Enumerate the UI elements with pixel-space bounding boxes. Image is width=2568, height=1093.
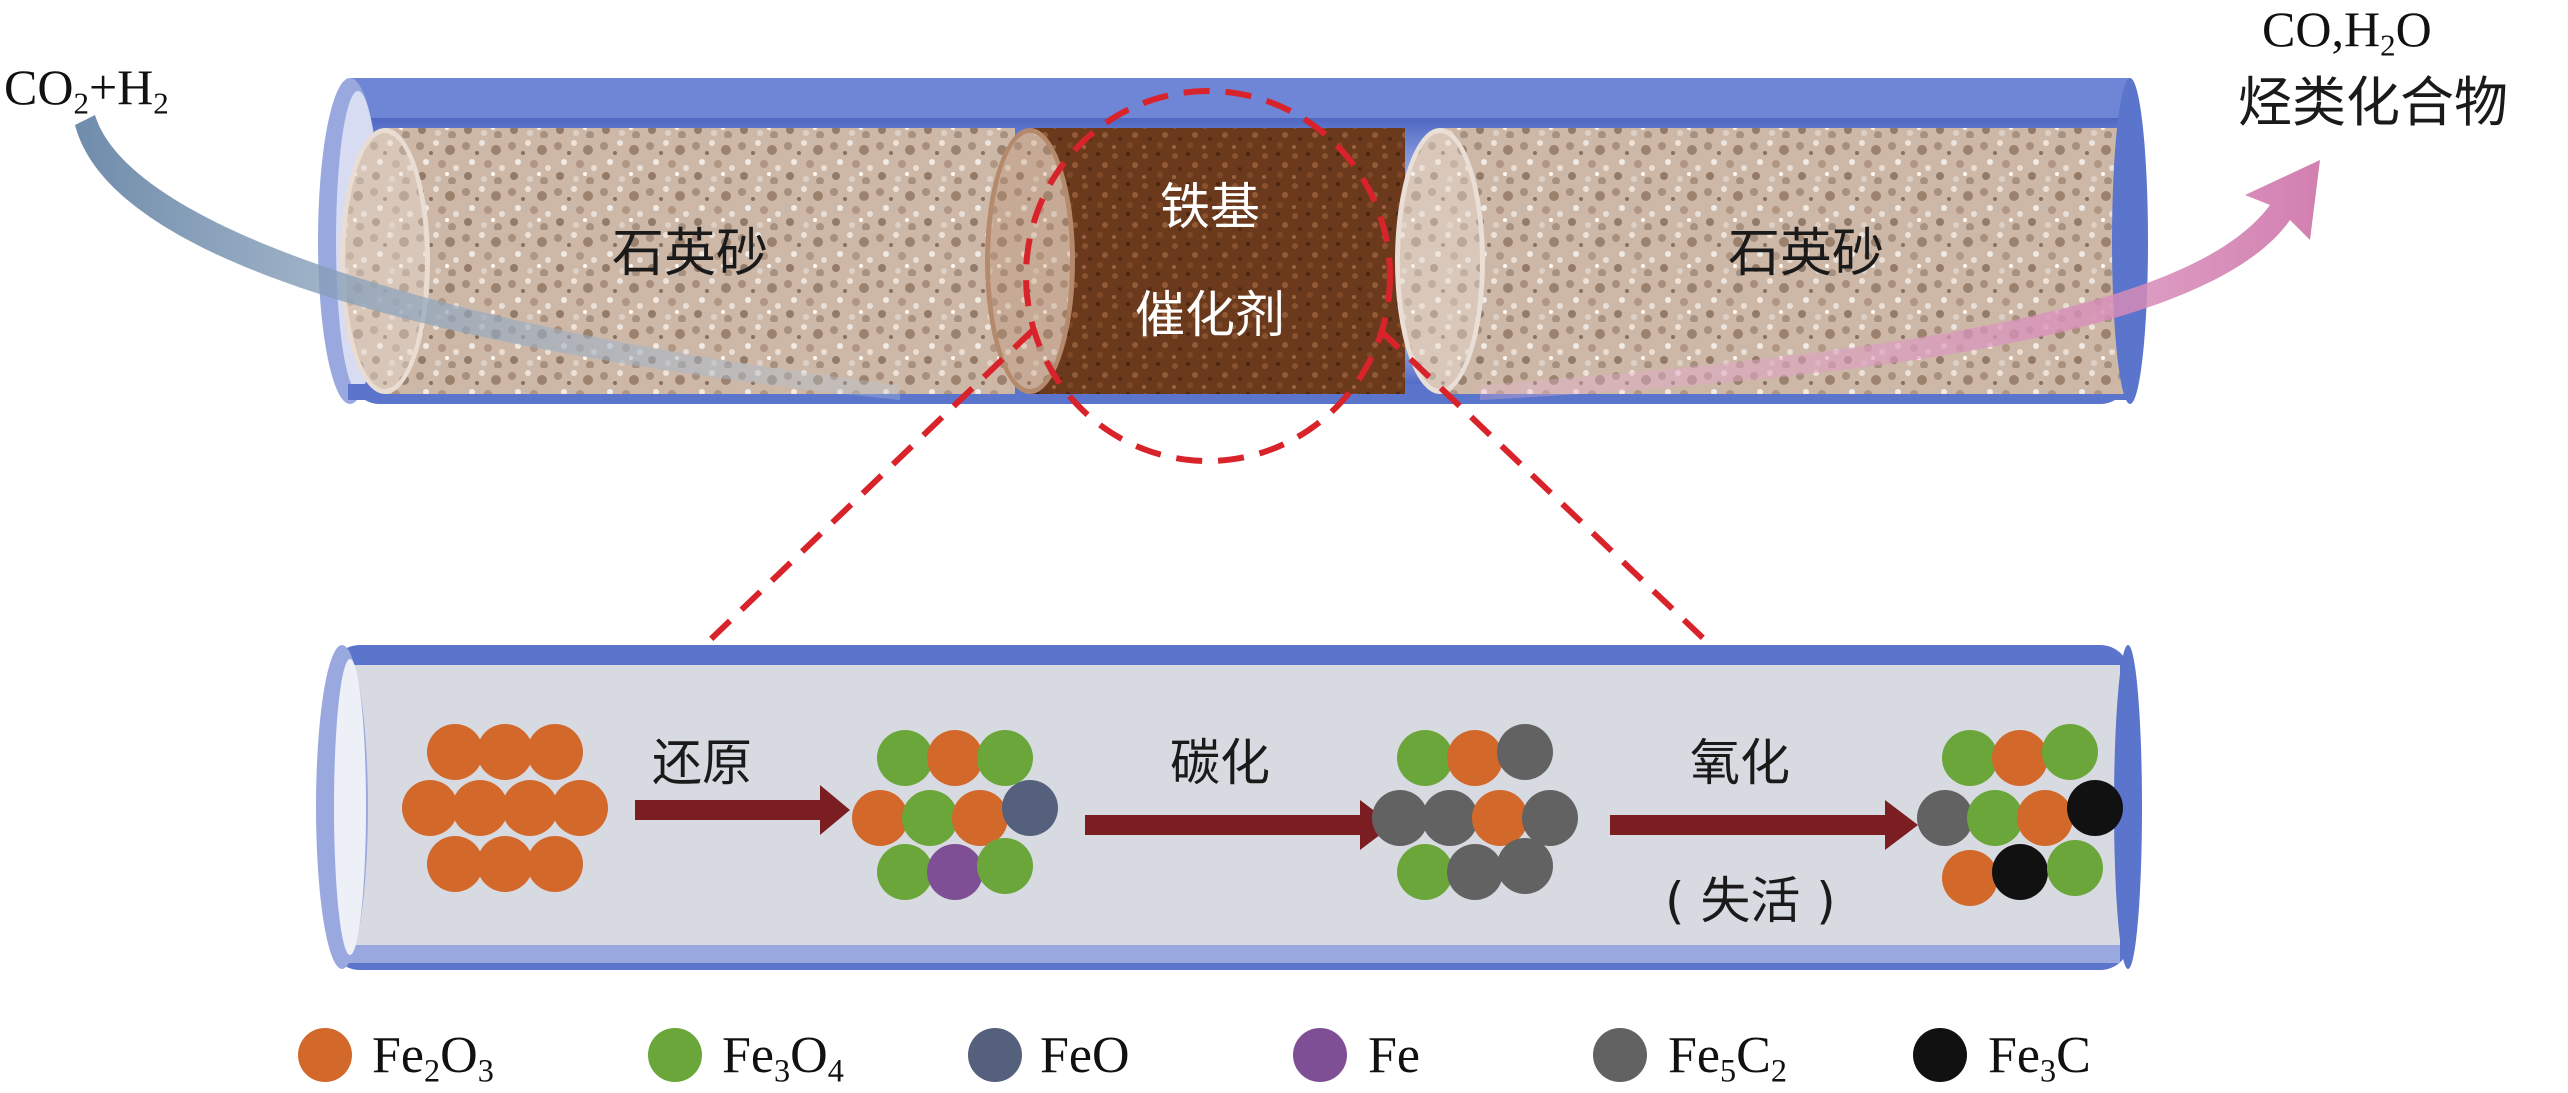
catalyst-bed <box>985 128 1405 394</box>
outlet-label-line2: 烃类化合物 <box>2238 71 2508 134</box>
particle <box>877 844 933 900</box>
particle <box>1497 838 1553 894</box>
particle <box>477 724 533 780</box>
particle <box>927 844 983 900</box>
particle <box>2047 840 2103 896</box>
particle <box>2042 724 2098 780</box>
particle <box>1942 730 1998 786</box>
legend-dot-fe5c2 <box>1593 1028 1647 1082</box>
legend-label-fe2o3: Fe2O3 <box>372 1027 494 1089</box>
legend-dot-fe3c <box>1913 1028 1967 1082</box>
particle <box>502 780 558 836</box>
cluster-deactivated <box>1917 724 2123 906</box>
particle <box>427 836 483 892</box>
particle <box>2067 780 2123 836</box>
cluster-carburized <box>1372 724 1578 900</box>
left-quartz-sand <box>340 128 1015 394</box>
outlet-label-line1: CO,H2O <box>2262 1 2432 63</box>
particle <box>1472 790 1528 846</box>
cluster-fe2o3 <box>402 724 608 892</box>
particle <box>527 836 583 892</box>
step-deactivation-note: ( 失活 ) <box>1665 872 1836 930</box>
legend-dot-fe <box>1293 1028 1347 1082</box>
particle <box>1992 730 2048 786</box>
inlet-arrow <box>75 115 900 400</box>
particle <box>1917 790 1973 846</box>
magnify-indicator <box>707 88 1708 643</box>
particle <box>427 724 483 780</box>
step-reduction: 还原 <box>652 734 752 792</box>
catalyst-label-line1: 铁基 <box>1160 178 1260 236</box>
particle <box>1447 844 1503 900</box>
step-oxidation: 氧化 <box>1690 734 1790 792</box>
particle <box>2017 790 2073 846</box>
particle <box>877 730 933 786</box>
legend-label-fe5c2: Fe5C2 <box>1668 1027 1787 1089</box>
legend-label-feo: FeO <box>1040 1027 1130 1084</box>
process-arrows <box>635 785 1918 850</box>
legend-label-fe3c: Fe3C <box>1988 1027 2091 1089</box>
particle <box>1422 790 1478 846</box>
oxidation-arrow <box>1610 800 1918 850</box>
particle <box>477 836 533 892</box>
legend-label-fe: Fe <box>1368 1027 1420 1084</box>
legend-dot-feo <box>968 1028 1022 1082</box>
catalyst-label-line2: 催化剂 <box>1135 286 1285 344</box>
particle <box>452 780 508 836</box>
particle <box>952 790 1008 846</box>
particle <box>1942 850 1998 906</box>
particle <box>1447 730 1503 786</box>
top-reactor-tube <box>318 78 2148 404</box>
particle <box>1992 844 2048 900</box>
particle <box>902 790 958 846</box>
particle <box>1522 790 1578 846</box>
legend-dot-fe3o4 <box>648 1028 702 1082</box>
legend-markers <box>298 1028 1967 1082</box>
left-sand-label: 石英砂 <box>612 224 769 284</box>
cluster-reduced <box>852 730 1058 900</box>
particle <box>977 730 1033 786</box>
particle <box>1497 724 1553 780</box>
particle <box>1002 780 1058 836</box>
bottom-reactor-tube <box>316 645 2142 970</box>
reduction-arrow <box>635 785 850 835</box>
right-quartz-sand <box>1395 128 2130 394</box>
particle <box>402 780 458 836</box>
particle <box>552 780 608 836</box>
step-carburization: 碳化 <box>1170 734 1270 792</box>
particle <box>527 724 583 780</box>
carburization-arrow <box>1085 800 1393 850</box>
legend-label-fe3o4: Fe3O4 <box>722 1027 844 1089</box>
particle <box>1397 844 1453 900</box>
right-sand-label: 石英砂 <box>1728 224 1885 284</box>
outlet-arrow <box>1480 160 2320 400</box>
particle <box>852 790 908 846</box>
particle-clusters <box>402 724 2123 906</box>
particle <box>927 730 983 786</box>
particle <box>1967 790 2023 846</box>
inlet-label: CO2+H2 <box>4 59 169 121</box>
particle <box>1372 790 1428 846</box>
legend-dot-fe2o3 <box>298 1028 352 1082</box>
particle <box>1397 730 1453 786</box>
particle <box>977 838 1033 894</box>
